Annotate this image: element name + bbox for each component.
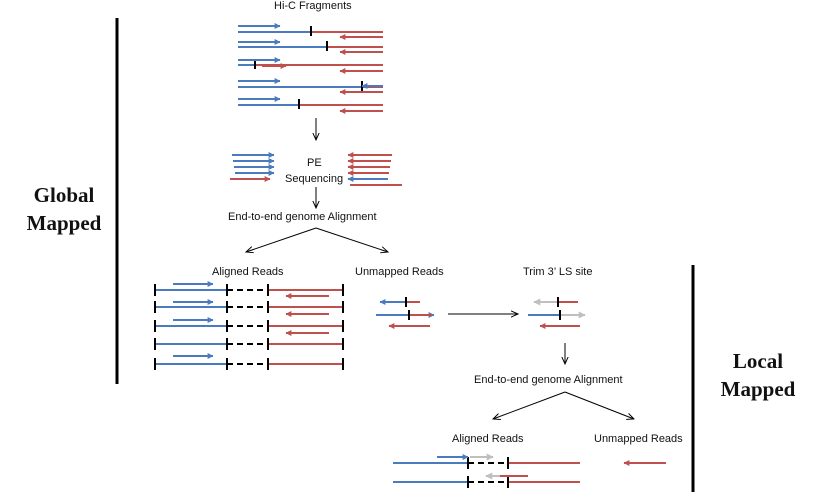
hic-fragments-label: Hi-C Fragments xyxy=(274,0,352,12)
flow-arrow xyxy=(246,227,317,252)
local-alignment-label: End-to-end genome Alignment xyxy=(474,374,623,386)
flow-arrow xyxy=(493,391,566,419)
global-mapped-line1: Global xyxy=(33,183,95,207)
unmapped-reads-label: Unmapped Reads xyxy=(355,266,444,278)
local-aligned-reads-label: Aligned Reads xyxy=(452,433,524,445)
flow-arrow xyxy=(315,227,388,252)
local-mapped-label: Local Mapped xyxy=(702,347,814,403)
local-mapped-line2: Mapped xyxy=(720,377,796,401)
global-mapped-label: Global Mapped xyxy=(8,181,120,237)
trim-ls-site-label: Trim 3’ LS site xyxy=(523,266,593,278)
local-unmapped-reads-label: Unmapped Reads xyxy=(594,433,683,445)
local-mapped-line1: Local xyxy=(732,349,784,373)
global-alignment-label: End-to-end genome Alignment xyxy=(228,211,377,223)
sequencing-label: Sequencing xyxy=(285,173,344,185)
global-mapped-line2: Mapped xyxy=(26,211,102,235)
flow-arrow xyxy=(564,391,634,419)
aligned-reads-label: Aligned Reads xyxy=(212,266,284,278)
pe-label: PE xyxy=(307,157,322,169)
